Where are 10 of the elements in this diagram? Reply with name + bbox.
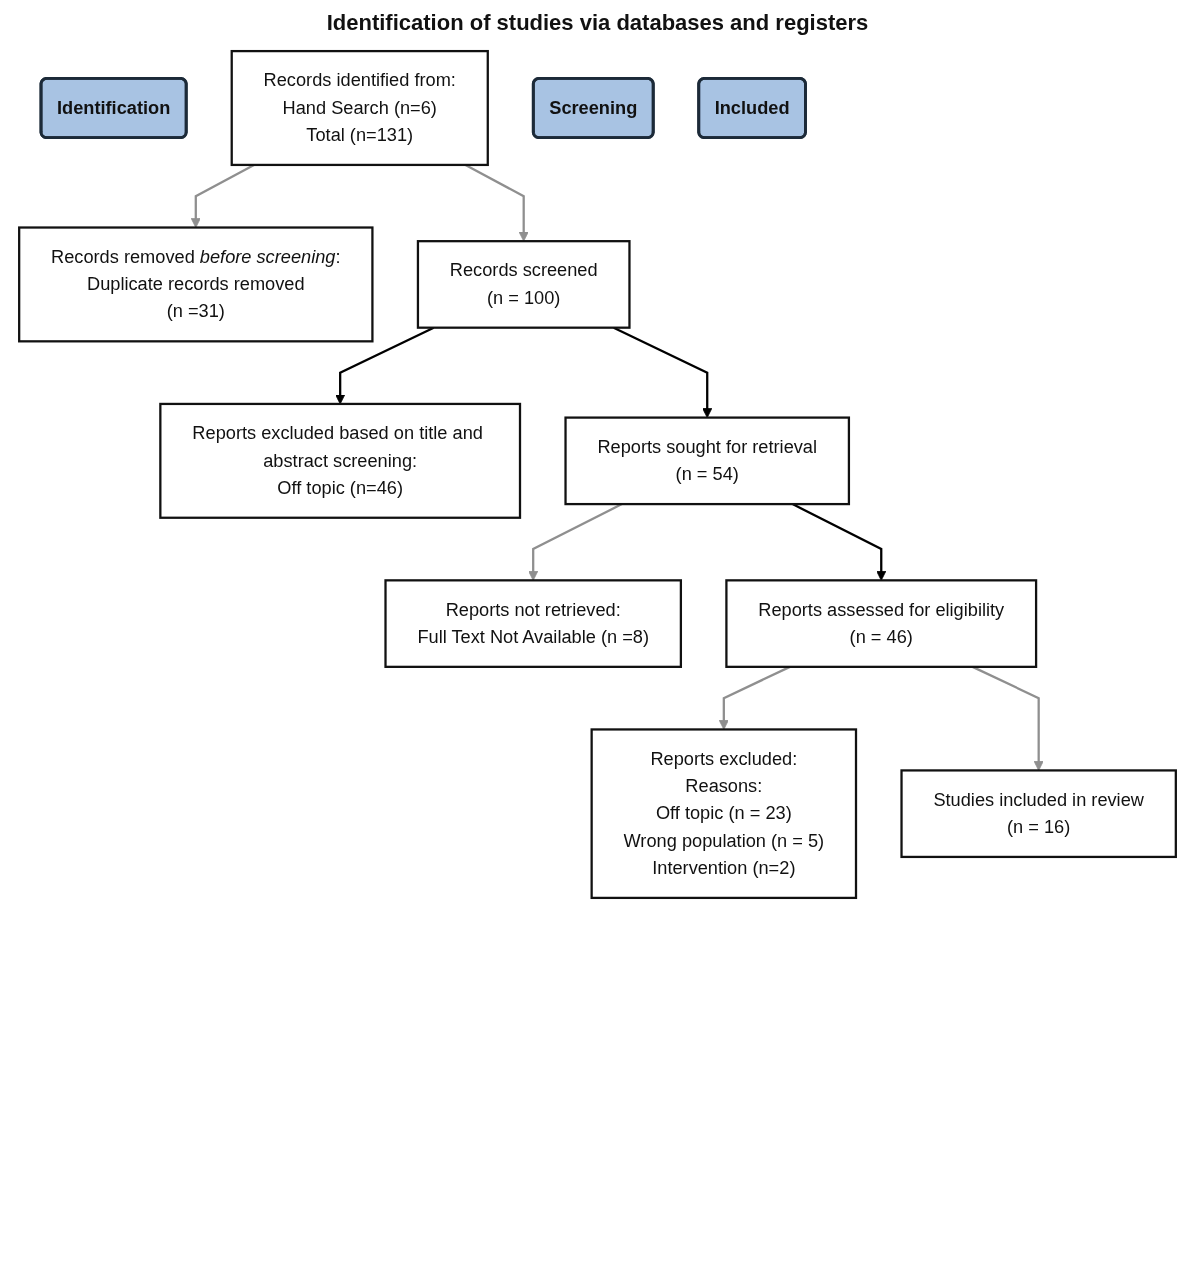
node-box: Records removed before screening: Duplicate records removed (n =31) xyxy=(18,226,374,343)
node-box: Records identified from: Hand Search (n=6) Total (n=131) xyxy=(230,49,489,167)
node-box: Reports sought for retrieval (n = 54) xyxy=(564,416,851,506)
node-box: Reports excluded: Reasons: Off topic (n = 23) Wrong population (n = 5) Intervention (n=2) xyxy=(590,728,858,900)
node-box: Studies included in review (n = 16) xyxy=(900,769,1177,859)
node-box: Reports not retrieved: Full Text Not Available (n =8) xyxy=(384,579,682,668)
node-box: Records screened (n = 100) xyxy=(416,240,631,329)
node-box: Reports assessed for eligibility (n = 46) xyxy=(725,579,1038,668)
diagram-title: Identification of studies via databases and registers xyxy=(325,10,870,36)
node-box: Reports excluded based on title and abstract screening: Off topic (n=46) xyxy=(159,402,522,519)
